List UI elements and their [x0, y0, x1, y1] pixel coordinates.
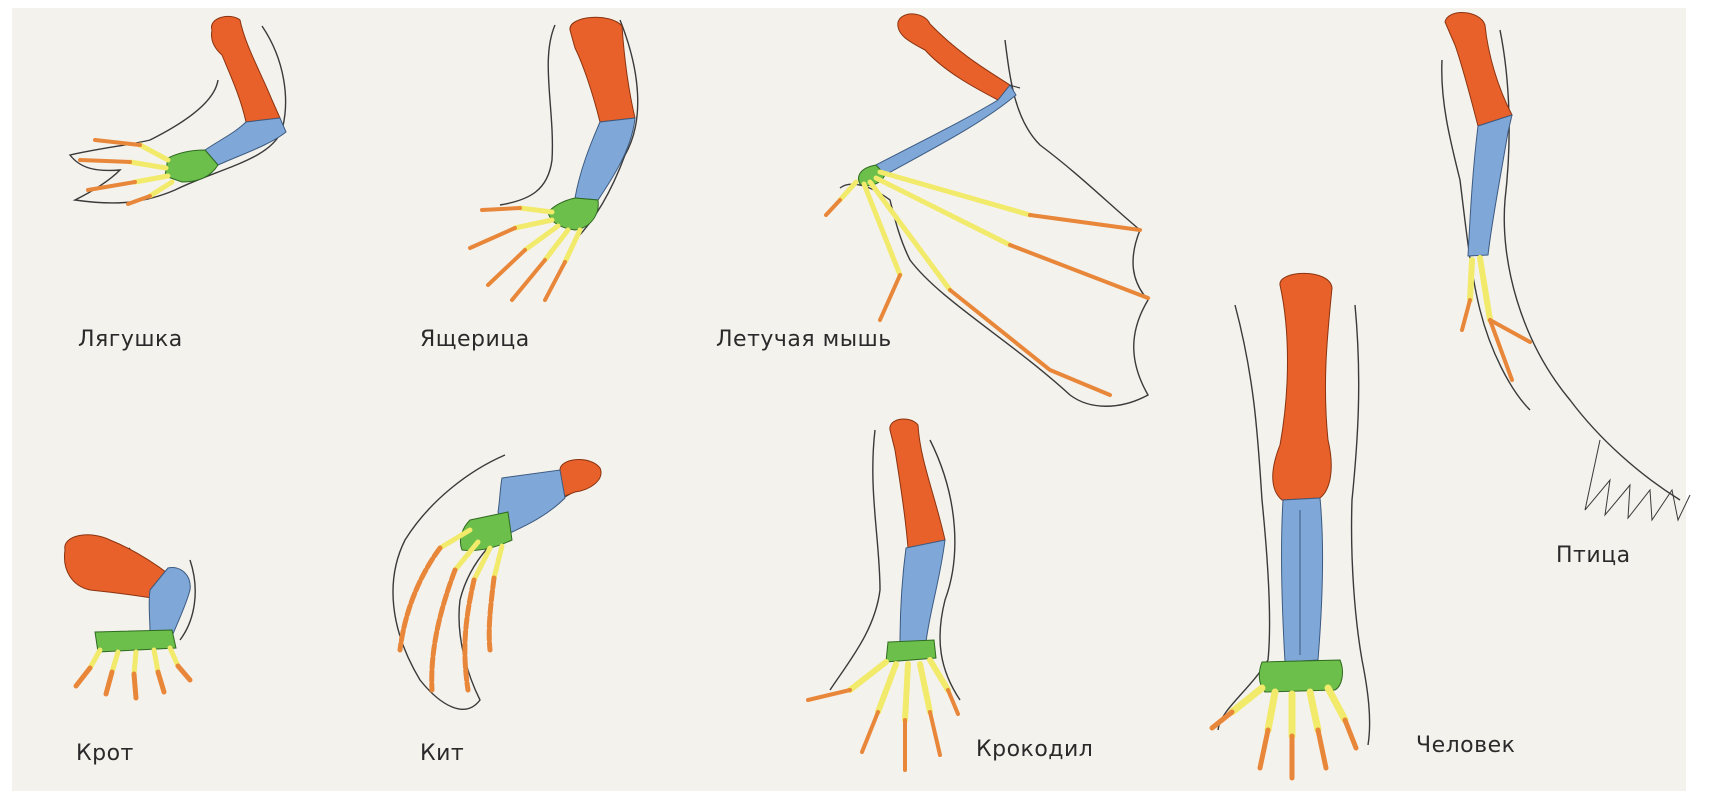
- human-forearm: [1282, 498, 1323, 662]
- label-bat: Летучая мышь: [716, 327, 892, 352]
- label-frog: Лягушка: [78, 327, 183, 352]
- label-whale: Кит: [420, 741, 464, 766]
- label-human: Человек: [1416, 733, 1515, 758]
- label-bird: Птица: [1556, 543, 1631, 568]
- label-lizard: Ящерица: [420, 327, 530, 352]
- label-mole: Крот: [76, 741, 134, 766]
- mole-carpals: [95, 630, 176, 652]
- label-crocodile: Крокодил: [976, 737, 1093, 762]
